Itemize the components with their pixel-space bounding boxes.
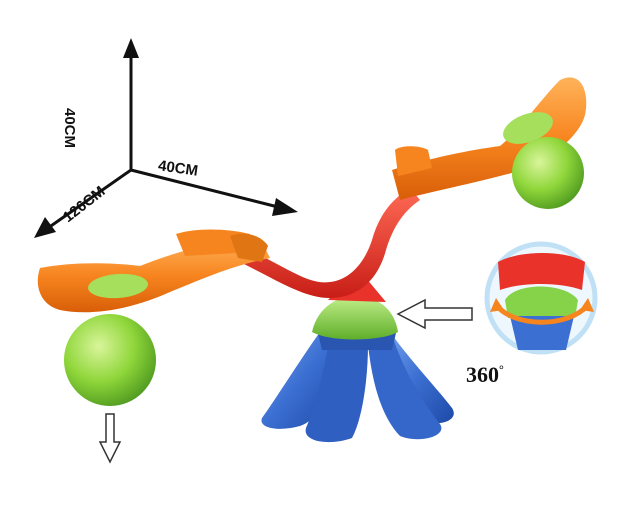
seesaw-base: [261, 332, 454, 443]
seesaw-beam: [244, 188, 420, 298]
down-arrow-icon: [98, 413, 122, 464]
rotation-arrow-icon: [490, 298, 594, 325]
rotation-label: 360°: [466, 362, 504, 388]
outline-arrow-icon: [396, 298, 473, 330]
rotation-value: 360: [466, 362, 499, 387]
rotation-unit: °: [499, 362, 504, 377]
height-dimension-label: 40CM: [61, 108, 78, 149]
left-seat: [37, 229, 271, 406]
swivel-hub: [312, 296, 398, 340]
dimension-arrows-icon: [34, 38, 298, 238]
right-seat: [392, 77, 587, 209]
rotation-detail-inset: [484, 241, 598, 355]
